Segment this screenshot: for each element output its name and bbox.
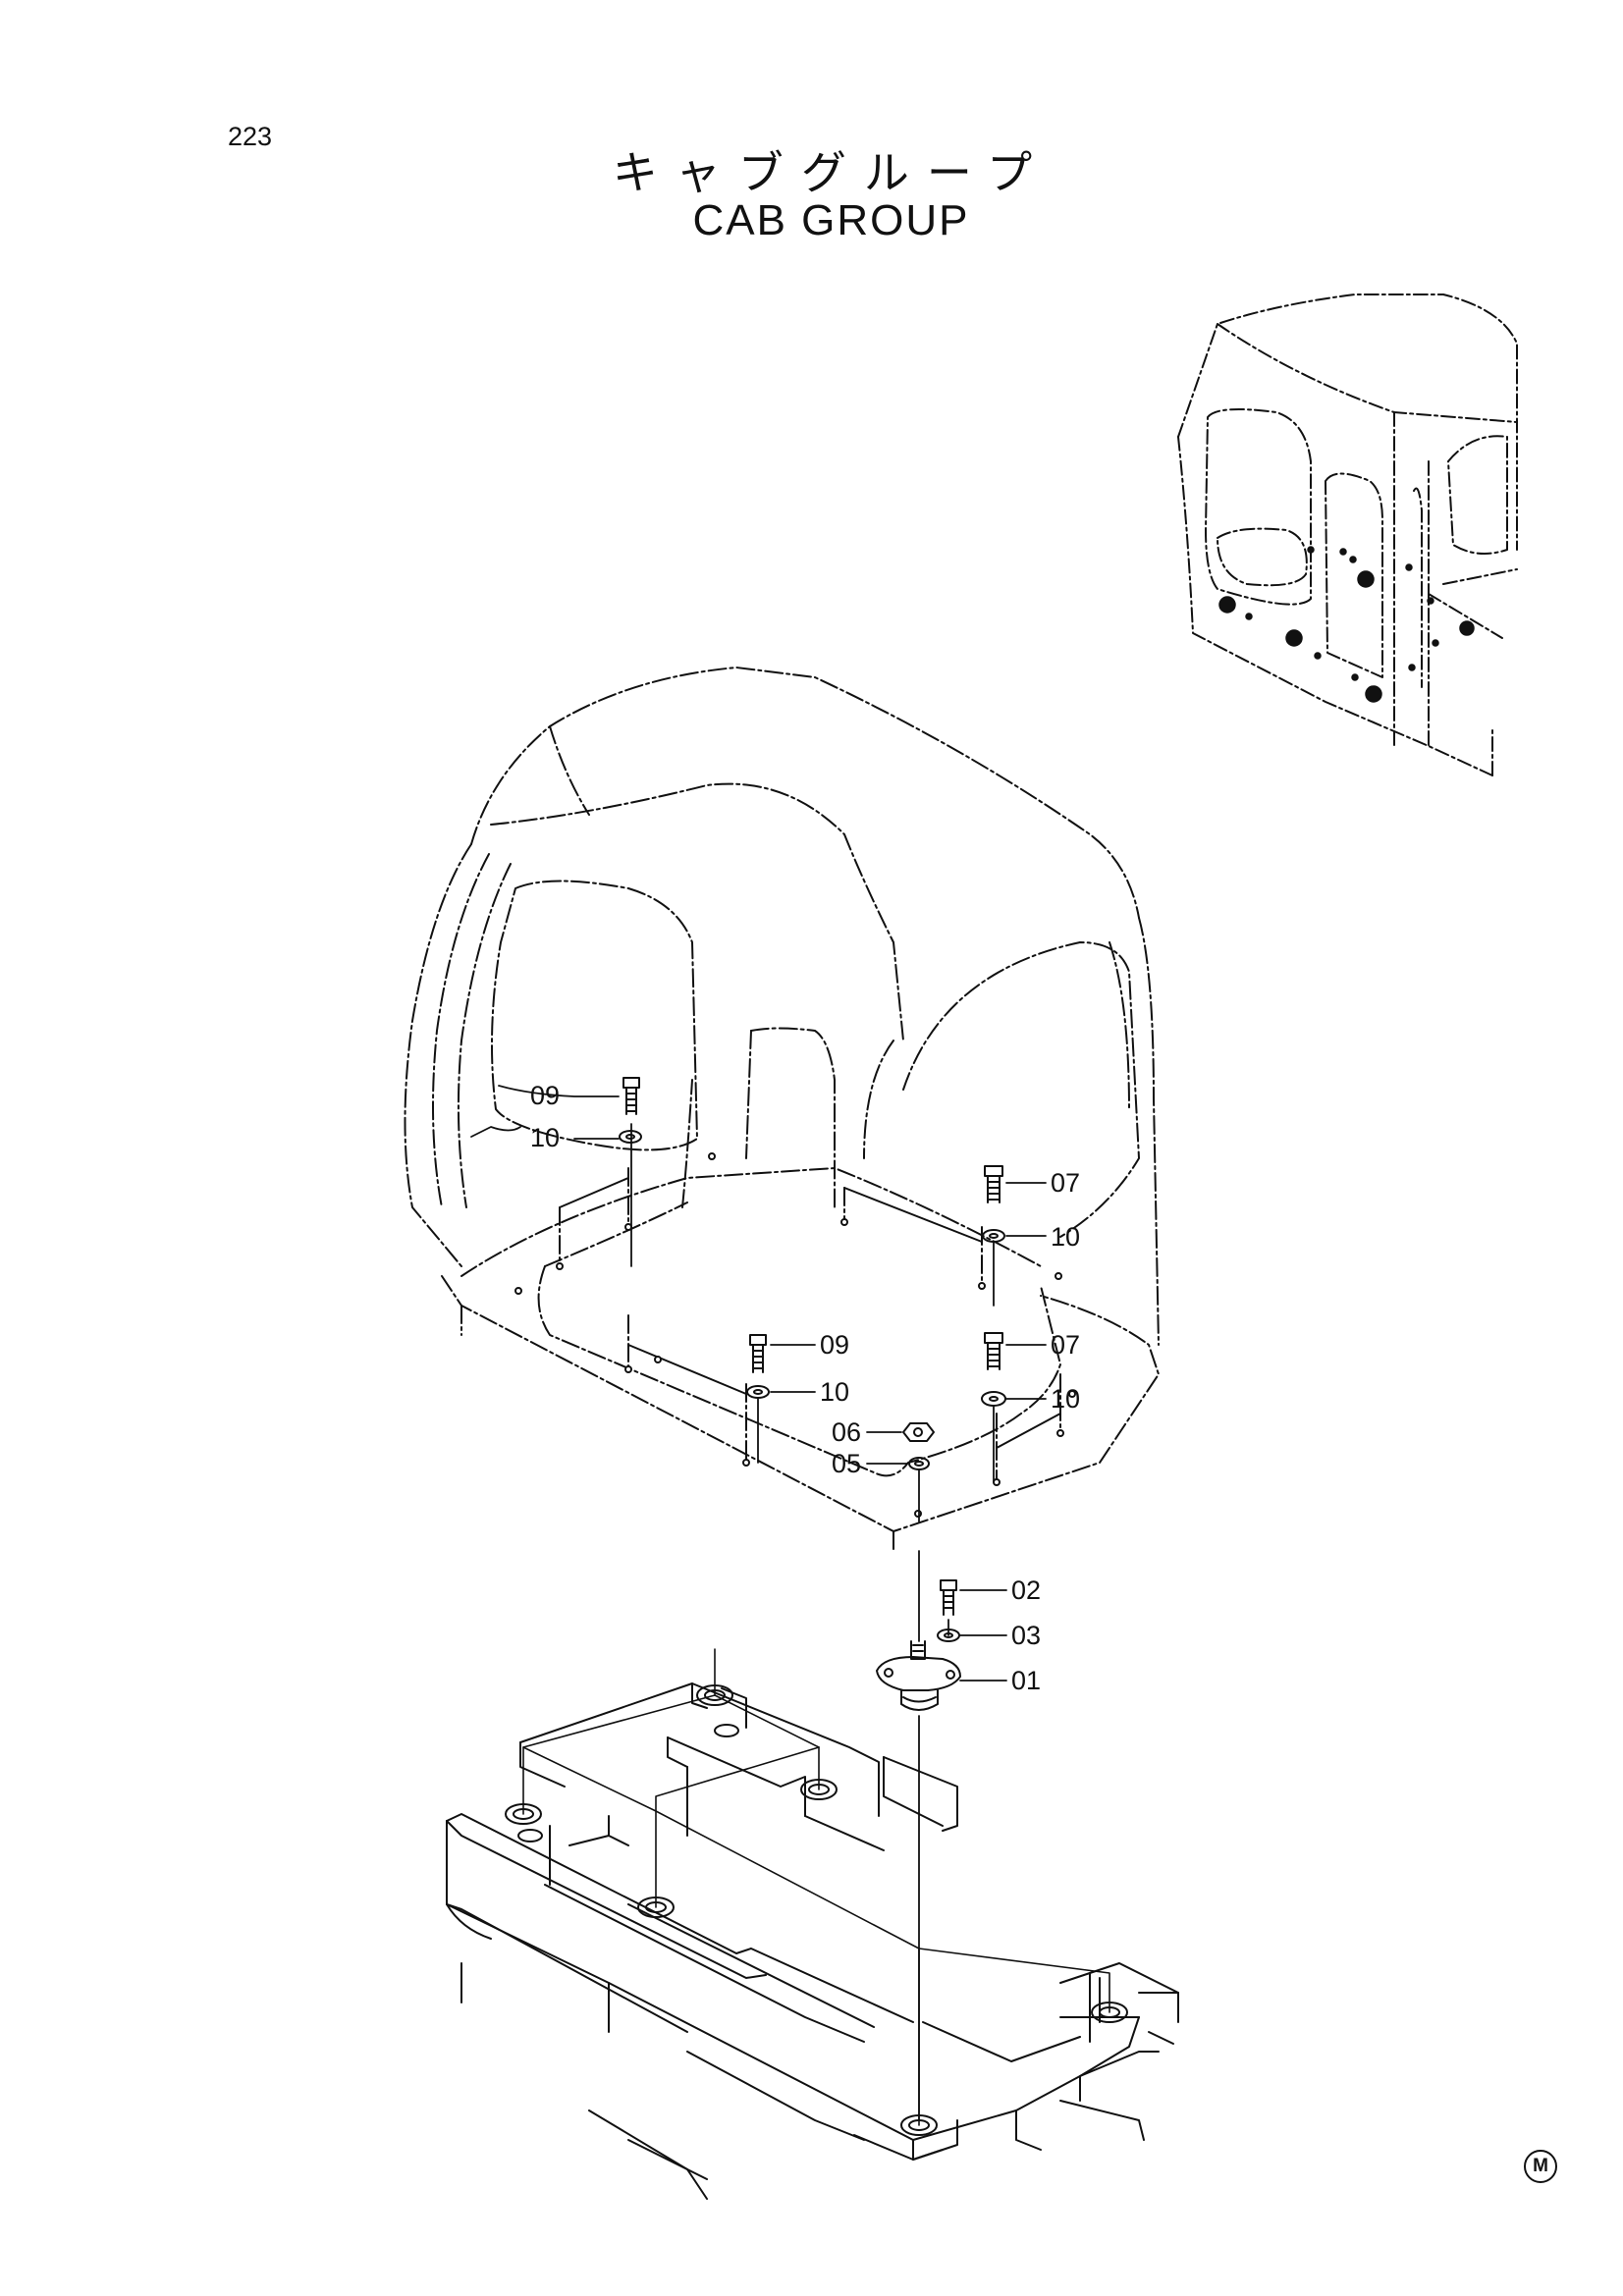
revision-mark: M xyxy=(1524,2150,1557,2183)
callout-01: 01 xyxy=(1011,1666,1041,1695)
callout-10-right: 10 xyxy=(1051,1384,1080,1414)
callout-07-right: 07 xyxy=(1051,1330,1080,1360)
assembly-lines xyxy=(470,1085,1047,2121)
mount-guide-lines xyxy=(522,1648,1110,2126)
callout-03: 03 xyxy=(1011,1621,1041,1650)
callout-10-center: 10 xyxy=(820,1377,849,1407)
page-number: 223 xyxy=(228,122,273,151)
callout-02: 02 xyxy=(1011,1575,1041,1605)
title-japanese: キャブグループ xyxy=(612,146,1051,199)
callout-10-top: 10 xyxy=(1051,1222,1080,1252)
title-english: CAB GROUP xyxy=(692,196,970,244)
callout-07-top: 07 xyxy=(1051,1168,1080,1198)
callout-09-center: 09 xyxy=(820,1330,849,1360)
cab-body xyxy=(404,667,1160,1552)
callout-06: 06 xyxy=(832,1417,861,1447)
floor-accent-lines xyxy=(559,1177,1061,1449)
hardware-parts xyxy=(619,1077,1006,1711)
frame-mount-bosses xyxy=(505,1684,1128,2136)
callout-09-left: 09 xyxy=(530,1081,560,1110)
callout-10-left: 10 xyxy=(530,1123,560,1152)
inset-bolts xyxy=(1218,546,1475,703)
callout-05: 05 xyxy=(832,1449,861,1478)
callout-labels: 09 10 07 10 09 10 07 10 06 05 02 03 01 xyxy=(530,1081,1080,1695)
floor-holes xyxy=(514,1152,1076,1518)
inset-cab-view xyxy=(1177,294,1518,776)
base-frame xyxy=(446,1682,1179,2200)
